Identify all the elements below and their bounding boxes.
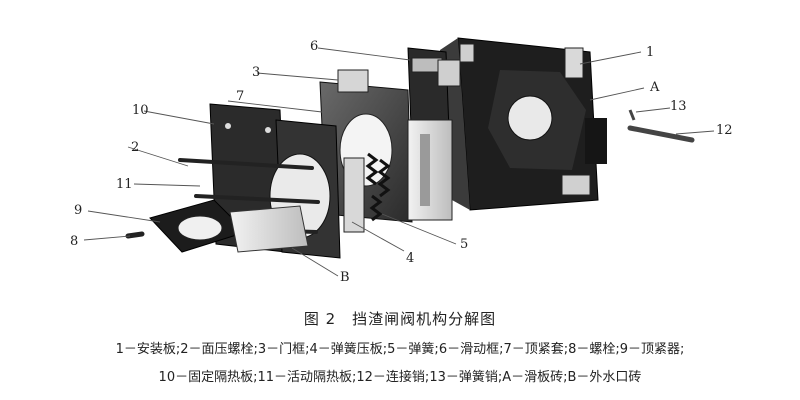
callout-4: 4 [406,251,414,266]
connecting-pin-part [627,125,695,143]
callout-9: 9 [74,203,82,218]
figure-legend-line-1: 1－安装板;2－面压螺栓;3－门框;4－弹簧压板;5－弹簧;6－滑动框;7－顶紧… [115,342,685,357]
callout-A: A [649,80,660,95]
spring-pin-part [628,109,636,121]
callout-7: 7 [236,89,244,104]
jack-and-outer-nozzle-part [149,199,309,253]
callout-11: 11 [116,177,133,192]
callout-B: B [340,270,350,285]
callout-3: 3 [252,65,260,80]
callout-13: 13 [670,99,687,114]
mounting-plate-part [440,37,607,211]
exploded-view-diagram: 1 2 3 4 5 6 7 8 9 10 11 12 13 A B [70,37,733,285]
callout-2: 2 [131,140,139,155]
callout-10: 10 [132,103,149,118]
leader-lines [83,47,715,277]
figure-legend-line-2: 10－固定隔热板;11－活动隔热板;12－连接销;13－弹簧销;A－滑板砖;B－… [158,370,642,385]
callout-8: 8 [70,234,78,249]
callout-6: 6 [310,39,318,54]
callout-1: 1 [646,45,654,60]
bolt-8-part [125,231,145,239]
figure-caption-title: 图 2 挡渣闸阀机构分解图 [303,310,497,328]
spring-assembly-part [343,119,453,233]
callout-12: 12 [716,123,733,138]
callout-5: 5 [460,237,468,252]
